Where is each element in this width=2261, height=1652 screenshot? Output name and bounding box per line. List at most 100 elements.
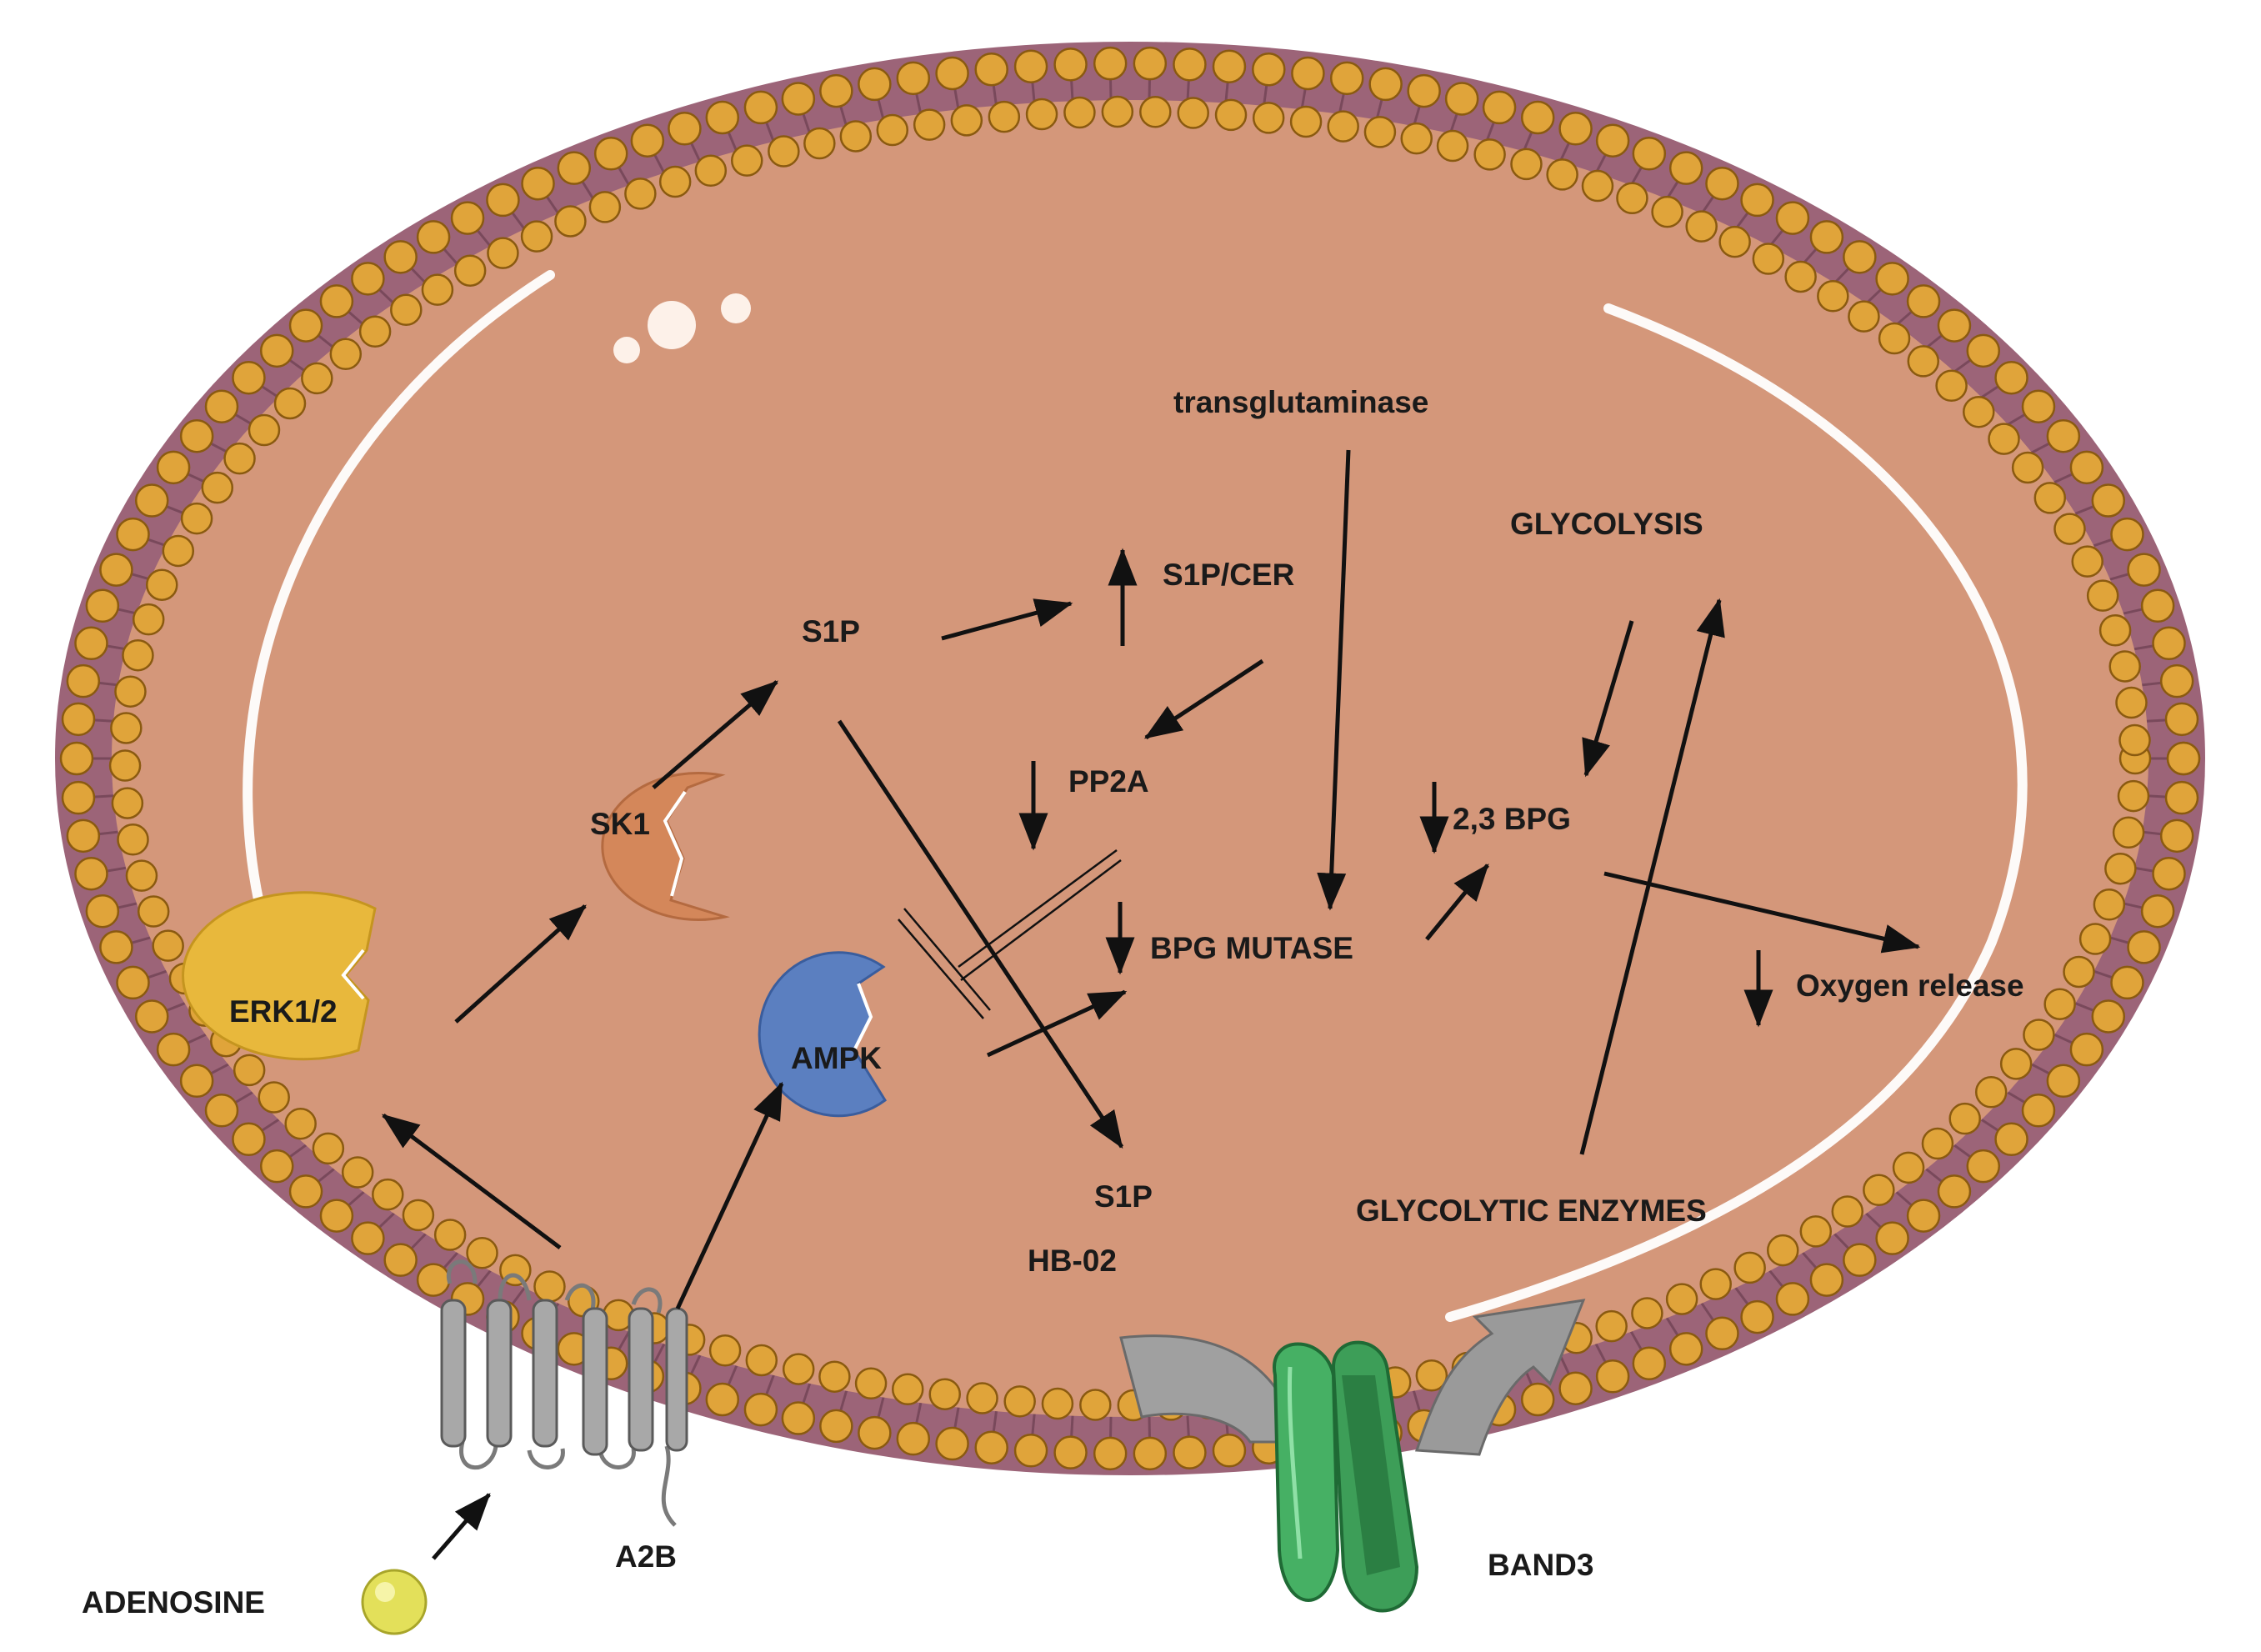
lipid-head [1101, 95, 1134, 128]
lipid-head [74, 626, 108, 661]
lipid-head [1520, 100, 1555, 135]
lipid-head [383, 240, 418, 274]
lipid-head [988, 100, 1021, 133]
lipid-head [2069, 450, 2104, 485]
lipid-head [1799, 1215, 1833, 1248]
lipid-head [1025, 98, 1058, 131]
lipid-head [1775, 1282, 1810, 1316]
lipid-head [1966, 1149, 2001, 1184]
lipid-head [1665, 1283, 1698, 1315]
lipid-head [74, 856, 108, 891]
lipid-head [819, 1409, 853, 1444]
lipid-head [782, 1353, 815, 1385]
lipid-head [137, 895, 170, 928]
lipid-head [588, 191, 622, 223]
lipid-head [156, 450, 191, 485]
lipid-head [2091, 999, 2126, 1034]
arrow-adenosine-to-a2b [432, 1493, 491, 1560]
lipid-head [1733, 1251, 1766, 1284]
lipid-head [1994, 360, 2028, 395]
arrow-transglutaminase-to-bpg-mutase [1317, 449, 1351, 911]
lipid-head [1878, 322, 1911, 355]
lipid-head [204, 1094, 239, 1128]
lipid-head [1212, 1434, 1247, 1468]
lipid-head [2166, 741, 2201, 776]
lipid-head [974, 1430, 1008, 1465]
lipid-head [1775, 201, 1810, 235]
lipid-head [1740, 1299, 1774, 1334]
lipid-head [1053, 48, 1088, 82]
lipid-head [2021, 389, 2056, 423]
lipid-head [466, 1236, 498, 1269]
arrow-s1pcer-to-pp2a [1143, 658, 1264, 740]
label-band3: BAND3 [1488, 1548, 1593, 1582]
labels: transglutaminase GLYCOLYSIS S1P/CER S1P … [82, 385, 2024, 1619]
lipid-head [1817, 280, 1849, 313]
lipid-head [312, 1132, 345, 1165]
lipid-head [521, 166, 555, 201]
lipid-head [818, 1360, 851, 1393]
label-oxygen-release: Oxygen release [1796, 969, 2024, 1003]
lipid-head [1668, 1332, 1703, 1366]
lipid-head [694, 154, 728, 188]
label-s1p-cer: S1P/CER [1163, 558, 1294, 592]
lipid-head [99, 930, 133, 964]
lipid-head [2140, 894, 2175, 929]
lipid-head [730, 144, 763, 177]
lipid-head [1133, 46, 1168, 81]
lipid-head [1935, 369, 1968, 403]
lipid-head [1784, 260, 1817, 293]
lipid-head [2071, 545, 2103, 578]
lipid-head [1907, 345, 1940, 378]
lipid-head [232, 360, 266, 395]
lipid-head [2063, 955, 2095, 989]
lipid-head [858, 67, 892, 102]
lipid-head [2112, 816, 2145, 849]
lipid-head [329, 338, 363, 371]
lipid-head [162, 534, 195, 568]
lipid-head [85, 894, 120, 929]
lipid-head [288, 308, 323, 343]
lipid-head [1436, 129, 1469, 163]
lipid-head [1212, 49, 1247, 83]
lipid-head [301, 362, 333, 395]
lipid-head [1937, 308, 1972, 343]
lipid-head [705, 100, 740, 135]
arrow-s1p-to-s1pcer [941, 598, 1073, 641]
label-erk12: ERK1/2 [229, 994, 338, 1029]
lipid-head [1252, 52, 1286, 87]
lipid-head [1139, 95, 1172, 128]
lipid-head [1079, 1389, 1112, 1421]
lipid-head [134, 483, 169, 518]
lipid-head [2127, 553, 2161, 587]
lipid-head [1329, 61, 1364, 96]
arrow-23bpg-to-oxygen [1603, 871, 1921, 954]
band3-channel-icon [1273, 1340, 1419, 1613]
lipid-head [745, 1344, 778, 1377]
lipid-head [273, 387, 307, 420]
lipid-head [1214, 98, 1248, 132]
arrow-enzymes-to-glycolysis [1579, 598, 1725, 1155]
lipid-head [1843, 240, 1877, 274]
arrow-s1p-to-s1p-bottom [837, 719, 1124, 1149]
lipid-head [1558, 1371, 1593, 1405]
lipid-head [2078, 923, 2112, 955]
lipid-head [2086, 579, 2119, 612]
inhibition-lines [898, 849, 1122, 1019]
lipid-head [1705, 1316, 1739, 1351]
lipid-head [1595, 1359, 1630, 1394]
lipid-head [66, 818, 101, 854]
lipid-head [781, 82, 816, 116]
cell-highlight [243, 270, 2028, 1322]
lipid-head [2164, 702, 2199, 737]
lipid-head [2046, 418, 2081, 453]
lipid-head [1177, 97, 1209, 129]
lipid-head [1632, 1346, 1667, 1380]
lipid-head [1848, 300, 1880, 333]
lipid-head [876, 113, 909, 147]
lipid-head [935, 56, 969, 91]
lipid-head [61, 702, 96, 737]
lipid-head [180, 502, 213, 535]
lipid-head [125, 859, 158, 892]
lipid-head [1632, 137, 1667, 171]
